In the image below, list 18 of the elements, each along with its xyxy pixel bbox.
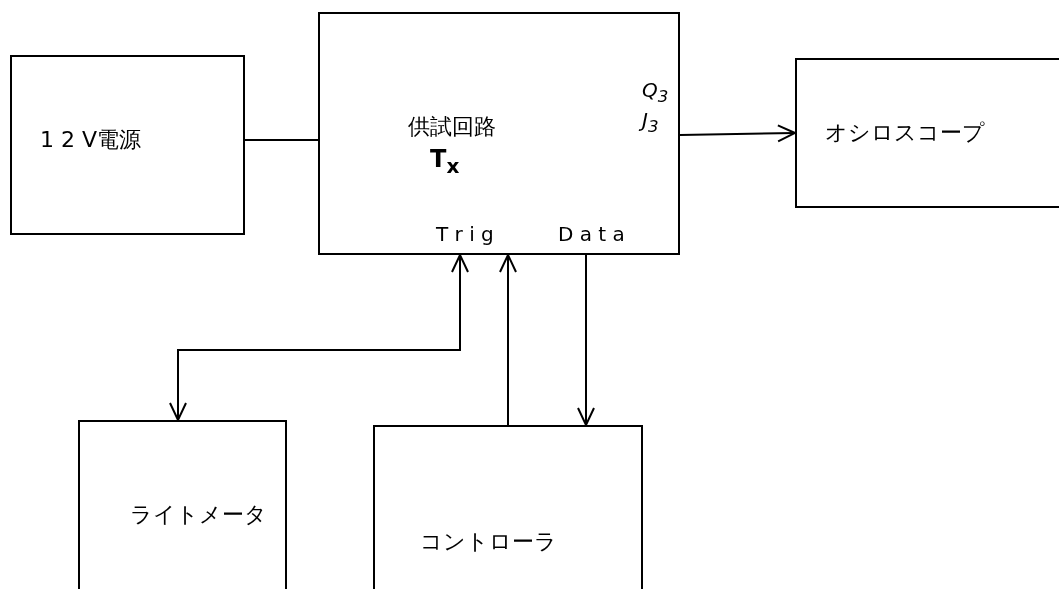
block-box	[373, 425, 643, 589]
arrow	[169, 254, 469, 421]
block-label: 供試回路	[408, 113, 496, 141]
block-label: オシロスコープ	[825, 119, 985, 147]
block-box	[10, 55, 245, 235]
arrow	[679, 124, 796, 143]
block-box	[795, 58, 1059, 208]
signal-label: Q$_{3}$	[642, 78, 669, 106]
block-box	[78, 420, 287, 589]
arrow	[577, 254, 595, 426]
block-label: ライトメータ	[130, 501, 267, 529]
block-label: コントローラ	[420, 528, 557, 556]
block-label: 1 2 V電源	[40, 126, 142, 154]
signal-label: D a t a	[558, 222, 625, 246]
signal-label: T r i g	[436, 222, 494, 246]
block-box	[318, 12, 680, 255]
arrow	[499, 254, 517, 426]
signal-label: T$_{x}$	[430, 145, 460, 178]
